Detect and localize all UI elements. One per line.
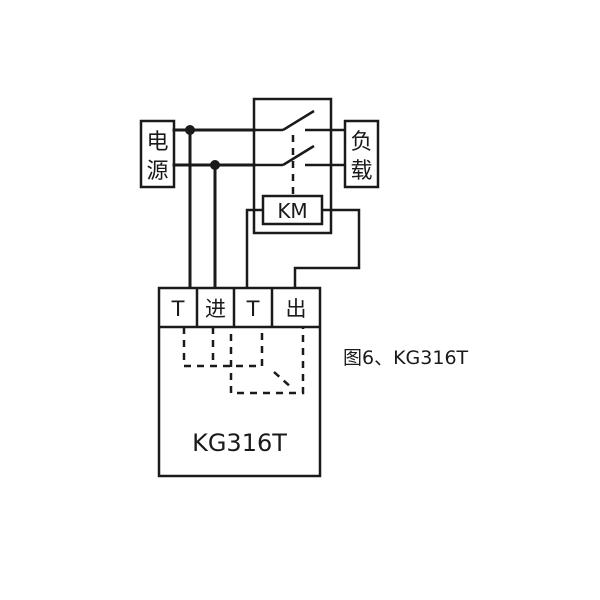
contact-1-blade bbox=[282, 109, 315, 132]
controller-model-label: KG316T bbox=[192, 429, 287, 457]
load-box bbox=[343, 119, 380, 189]
coil-wire-out bbox=[293, 208, 361, 288]
junction-dot-bottom bbox=[210, 160, 220, 170]
junction-dot-top bbox=[185, 125, 195, 135]
contactor-contacts bbox=[254, 109, 345, 196]
power-source-box bbox=[139, 119, 176, 189]
internal-link-t-to-t bbox=[182, 327, 264, 368]
power-source-label-2: 源 bbox=[146, 159, 168, 184]
km-coil-label: KM bbox=[277, 199, 307, 223]
contact-2-blade bbox=[282, 144, 315, 167]
internal-switch-blade bbox=[273, 371, 293, 389]
coil-wire-t2 bbox=[245, 208, 263, 288]
terminal-out-label: 出 bbox=[286, 297, 307, 321]
internal-link-out bbox=[229, 327, 305, 395]
controller-body bbox=[157, 286, 322, 478]
figure-caption: 图6、KG316T bbox=[343, 347, 469, 369]
terminal-t2-label: T bbox=[246, 297, 260, 321]
km-coil: KM bbox=[261, 194, 324, 226]
load-label-2: 载 bbox=[350, 159, 372, 184]
terminal-in-label: 进 bbox=[205, 297, 226, 321]
power-source-label-1: 电 bbox=[146, 130, 168, 155]
load-block: 负 载 bbox=[343, 119, 380, 189]
power-source-block: 电 源 bbox=[139, 119, 176, 189]
controller-kg316t: T 进 T 出 KG316T bbox=[157, 286, 322, 478]
terminal-t1-label: T bbox=[171, 297, 185, 321]
load-label-1: 负 bbox=[350, 130, 372, 155]
